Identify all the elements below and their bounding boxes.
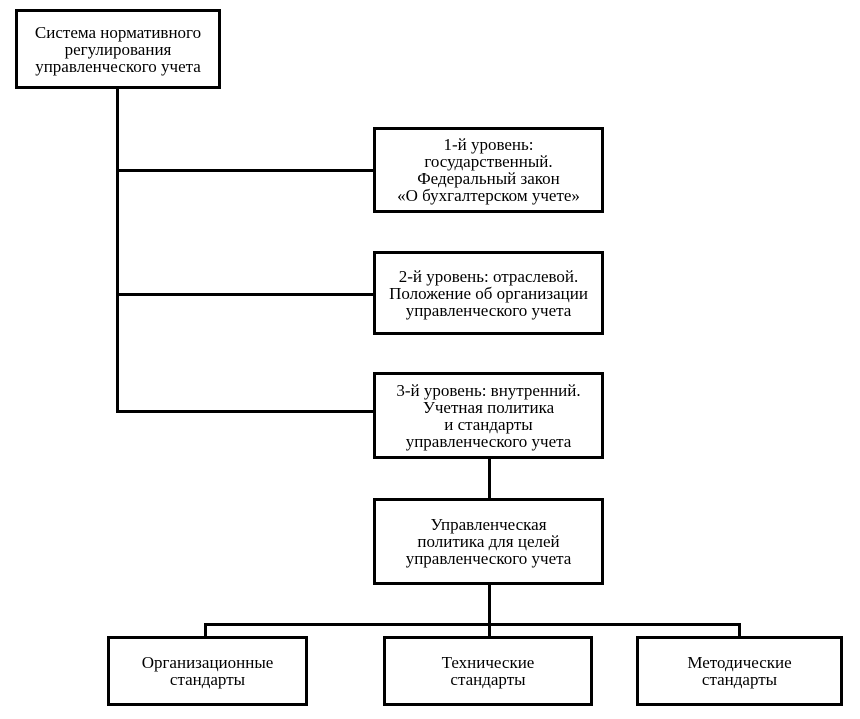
connector-level3-to-policy [488, 457, 491, 500]
standard-organizational-node: Организационные стандарты [107, 636, 308, 706]
connector-root-trunk [116, 87, 119, 413]
level-1-node: 1-й уровень: государственный. Федеральны… [373, 127, 604, 213]
connector-level-3 [116, 410, 374, 413]
connector-standard-1 [204, 623, 207, 638]
connector-standard-2 [488, 623, 491, 638]
level-2-node: 2-й уровень: отраслевой. Положение об ор… [373, 251, 604, 335]
connector-policy-to-standards [488, 583, 491, 625]
connector-standards-bus [204, 623, 741, 626]
standard-technical-node: Технические стандарты [383, 636, 593, 706]
standard-methodical-node: Методические стандарты [636, 636, 843, 706]
root-node: Система нормативного регулирования управ… [15, 9, 221, 89]
connector-level-1 [116, 169, 374, 172]
connector-level-2 [116, 293, 374, 296]
connector-standard-3 [738, 623, 741, 638]
level-3-node: 3-й уровень: внутренний. Учетная политик… [373, 372, 604, 459]
policy-node: Управленческая политика для целей управл… [373, 498, 604, 585]
